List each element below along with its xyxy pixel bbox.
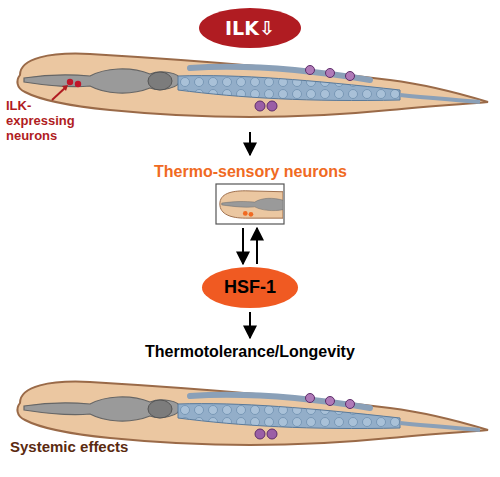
hsf1-oval: HSF-1 [202, 267, 298, 308]
annotation-label: ILK-expressing neurons [6, 98, 86, 143]
node-text: Thermo-sensory neurons [154, 163, 347, 181]
node-text: HSF-1 [224, 277, 276, 298]
neuron-dot [75, 81, 81, 87]
inset-box [216, 184, 284, 224]
thermo-label-box: Thermo-sensory neurons [150, 161, 351, 183]
arrow-connector [249, 312, 251, 338]
arrow-connector [256, 228, 258, 264]
outcome-box: Thermotolerance/Longevity [141, 341, 359, 363]
node-text: Thermotolerance/Longevity [145, 343, 355, 361]
ilk-oval: ILK⇩ [199, 8, 301, 48]
annotation-label: Systemic effects [10, 438, 130, 455]
neuron-dot [67, 79, 73, 85]
arrow-connector [242, 228, 244, 264]
node-text: ILK⇩ [225, 17, 275, 39]
